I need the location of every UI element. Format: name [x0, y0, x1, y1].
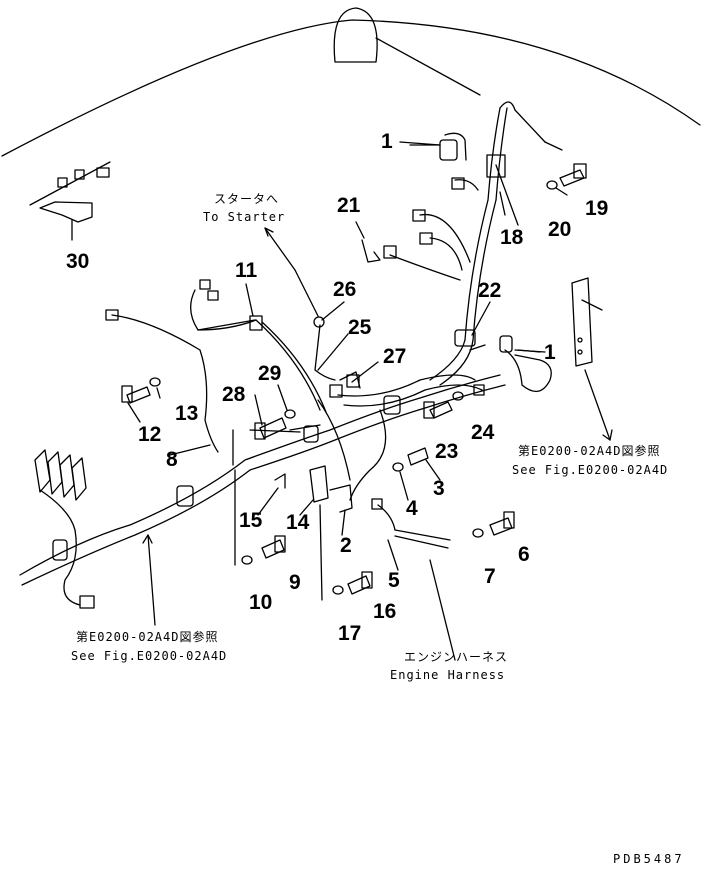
note-ref-left-jp: 第E0200-02A4D図参照 [76, 630, 219, 644]
note-to-starter-jp: スタータへ [214, 192, 280, 206]
callout-1-upper: 1 [381, 130, 393, 153]
callout-24: 24 [471, 421, 495, 444]
leader-lines [127, 141, 568, 571]
callout-25: 25 [348, 316, 372, 339]
callout-5: 5 [388, 569, 400, 592]
note-ref-right-en: See Fig.E0200-02A4D [512, 463, 669, 477]
callout-15: 15 [239, 509, 263, 532]
callout-30: 30 [66, 250, 90, 273]
callout-19: 19 [585, 197, 609, 220]
callout-7: 7 [484, 565, 496, 588]
main-harness [19, 227, 515, 661]
callout-29: 29 [258, 362, 282, 385]
callout-22: 22 [478, 279, 502, 302]
callout-16: 16 [373, 600, 397, 623]
callout-1-lower: 1 [544, 341, 556, 364]
note-ref-right-jp: 第E0200-02A4D図参照 [518, 444, 661, 458]
part-30-clip [29, 161, 111, 241]
part-21-bracket [361, 239, 381, 263]
right-bracket [571, 277, 613, 441]
callout-14: 14 [286, 511, 310, 534]
callout-2: 2 [340, 534, 352, 557]
note-engine-harness-en: Engine Harness [390, 668, 506, 682]
callout-20: 20 [548, 218, 572, 241]
callout-21: 21 [337, 194, 361, 217]
callout-11: 11 [235, 259, 258, 282]
note-engine-harness-jp: エンジンハーネス [404, 650, 509, 664]
callout-28: 28 [222, 383, 246, 406]
cab-outline [1, 19, 701, 157]
drawing-code: PDB5487 [613, 852, 685, 866]
cable-1 [504, 349, 552, 392]
callout-23: 23 [435, 440, 459, 463]
note-to-starter-en: To Starter [203, 210, 286, 224]
callout-3: 3 [433, 477, 445, 500]
callout-13: 13 [175, 402, 199, 425]
beacon-lamp [333, 7, 378, 63]
callout-26: 26 [333, 278, 357, 301]
callout-12: 12 [138, 423, 162, 446]
callout-8: 8 [166, 448, 178, 471]
upper-harness [383, 101, 587, 341]
callout-18: 18 [500, 226, 524, 249]
callout-4: 4 [406, 497, 418, 520]
callout-6: 6 [518, 543, 530, 566]
note-ref-left-en: See Fig.E0200-02A4D [71, 649, 228, 663]
callout-27: 27 [383, 345, 407, 368]
callout-10: 10 [249, 591, 273, 614]
callout-17: 17 [338, 622, 362, 645]
callout-9: 9 [289, 571, 301, 594]
